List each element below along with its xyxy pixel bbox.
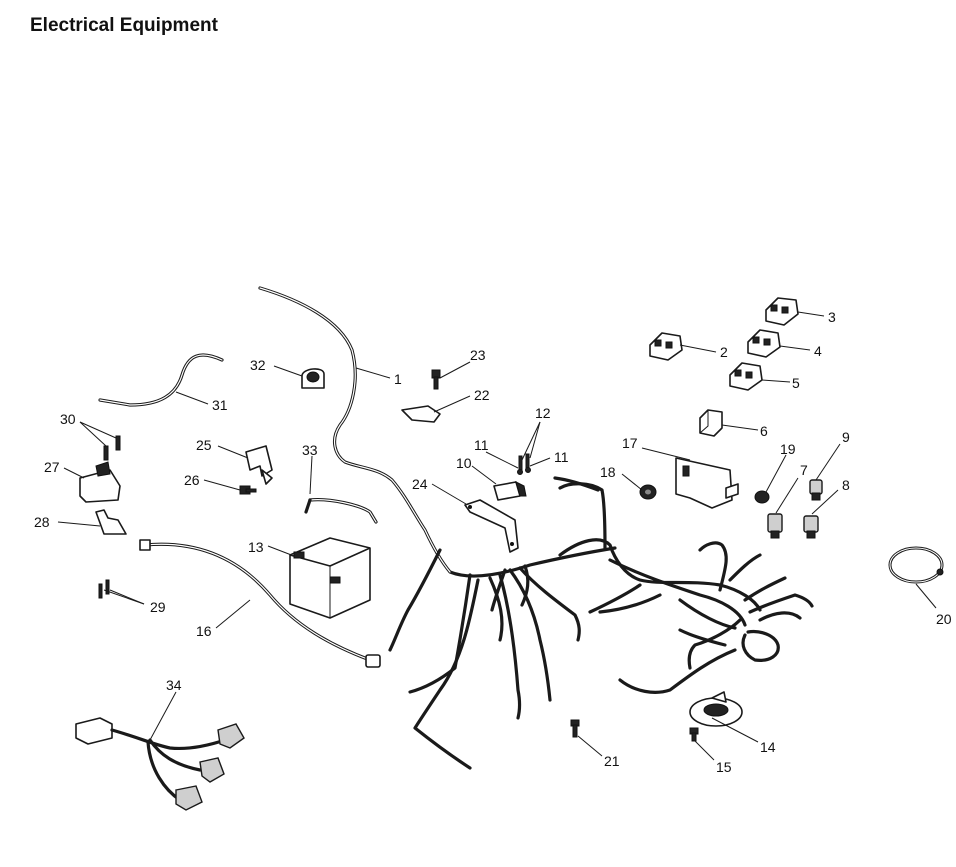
callout-23: 23 [470, 347, 486, 363]
bolt-21 [570, 719, 580, 738]
callout-14: 14 [760, 739, 776, 755]
bolt-15 [689, 727, 699, 742]
connector-10 [493, 481, 527, 501]
screws-30 [103, 435, 121, 461]
bolt-26 [239, 485, 257, 495]
callout-labels: 1 2 3 4 5 6 7 8 9 10 11 11 12 13 14 15 1… [34, 309, 952, 775]
callout-15: 15 [716, 759, 732, 775]
cable-31 [98, 353, 224, 407]
callout-11a: 11 [474, 437, 489, 453]
callout-7: 7 [800, 462, 808, 478]
callout-11b: 11 [554, 449, 569, 465]
callout-33: 33 [302, 442, 318, 458]
callout-24: 24 [412, 476, 428, 492]
battery-strap-33 [304, 498, 378, 524]
cable-16 [139, 539, 381, 668]
solenoid-27 [79, 461, 121, 503]
switch-7 [767, 513, 783, 539]
callout-10: 10 [456, 455, 472, 471]
band-20 [888, 546, 944, 584]
pins-29 [98, 579, 110, 599]
callout-26: 26 [184, 472, 200, 488]
bolt-23 [431, 369, 441, 390]
callout-13: 13 [248, 539, 264, 555]
callout-3: 3 [828, 309, 836, 325]
callout-5: 5 [792, 375, 800, 391]
callout-22: 22 [474, 387, 490, 403]
callout-27: 27 [44, 459, 60, 475]
switch-8 [803, 515, 819, 539]
grommet-18 [639, 484, 657, 500]
switch-9 [809, 479, 823, 501]
callout-34: 34 [166, 677, 182, 693]
clamp-22 [401, 405, 441, 423]
fuse-holder-2 [649, 332, 683, 361]
fuse-holder-5 [729, 362, 763, 391]
bracket-25 [245, 445, 273, 485]
callout-12: 12 [535, 405, 551, 421]
callout-18: 18 [600, 464, 616, 480]
grommet-19 [754, 490, 770, 504]
clip-32 [301, 368, 325, 389]
callout-1: 1 [394, 371, 402, 387]
callout-6: 6 [760, 423, 768, 439]
fuse-holder-3 [765, 297, 799, 326]
screws-11-12 [517, 453, 531, 475]
callout-8: 8 [842, 477, 850, 493]
callout-25: 25 [196, 437, 212, 453]
callout-2: 2 [720, 344, 728, 360]
bracket-17 [675, 457, 739, 509]
callout-20: 20 [936, 611, 952, 627]
callout-19: 19 [780, 441, 796, 457]
page-title: Electrical Equipment [30, 15, 218, 36]
callout-30: 30 [60, 411, 76, 427]
callout-28: 28 [34, 514, 50, 530]
callout-17: 17 [622, 435, 638, 451]
bracket-24 [464, 499, 519, 553]
callout-9: 9 [842, 429, 850, 445]
callout-21: 21 [604, 753, 620, 769]
bracket-28 [95, 509, 127, 535]
sub-harness-34 [75, 717, 245, 811]
callout-29: 29 [150, 599, 166, 615]
callout-4: 4 [814, 343, 822, 359]
callout-31: 31 [212, 397, 228, 413]
main-wiring-harness [258, 286, 814, 770]
fuse-holder-4 [747, 329, 781, 358]
callout-16: 16 [196, 623, 212, 639]
relay-6 [699, 409, 723, 437]
callout-32: 32 [250, 357, 266, 373]
battery-13 [289, 537, 371, 619]
horn-14 [689, 691, 743, 727]
leader-lines [57, 311, 937, 761]
